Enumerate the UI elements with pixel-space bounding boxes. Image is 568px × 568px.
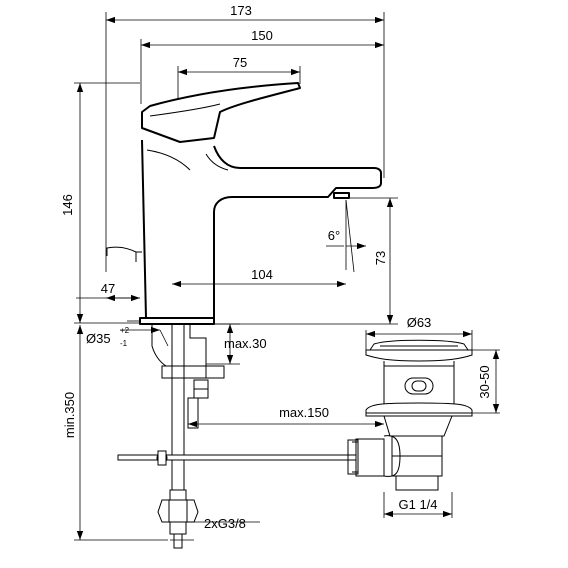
dim-waste-diameter: Ø63 xyxy=(407,315,432,330)
pop-up-waste xyxy=(347,339,473,491)
dim-spout-reach: 104 xyxy=(251,267,273,282)
dim-waste-adjust: 30-50 xyxy=(477,365,492,398)
faucet-body xyxy=(106,82,382,325)
below-deck-connections xyxy=(117,323,365,549)
dim-spout-length: 150 xyxy=(251,28,273,43)
dim-lever-length: 75 xyxy=(233,55,247,70)
dim-total-height: 146 xyxy=(60,194,75,216)
dim-outlet-angle: 6° xyxy=(328,228,340,243)
dim-max-rod: max.150 xyxy=(279,405,329,420)
dim-max-deck: max.30 xyxy=(224,336,267,351)
dim-waste-thread: G1 1/4 xyxy=(398,497,437,512)
dimension-lines xyxy=(76,16,500,541)
dim-outlet-height: 73 xyxy=(373,251,388,265)
dim-hole-diameter: Ø35 xyxy=(86,331,111,346)
dim-overall-length: 173 xyxy=(230,3,252,18)
dim-hole-tol-lower: -1 xyxy=(120,339,128,348)
dim-hole-tol-upper: +2 xyxy=(120,326,130,335)
dim-connection-thread: 2xG3/8 xyxy=(204,516,246,531)
dimension-labels: 173 150 75 146 73 104 47 6° Ø35 +2 -1 ma… xyxy=(60,3,492,531)
dim-body-offset: 47 xyxy=(101,281,115,296)
dim-min-hose: min.350 xyxy=(62,392,77,438)
